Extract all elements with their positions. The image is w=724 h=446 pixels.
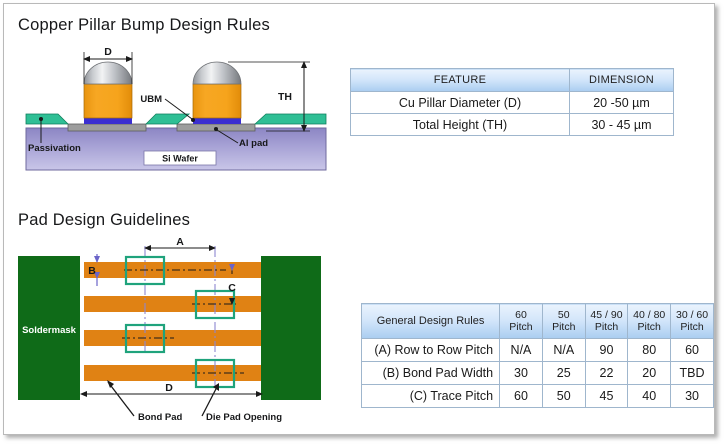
table-row: Total Height (TH) 30 - 45 µm [350,113,674,136]
cell-dim: 30 - 45 µm [569,113,674,136]
th-pitch-50: 50 Pitch [541,303,586,339]
dimension-d-label: D [104,46,112,58]
th-pitch-60-line1: 60 [515,309,527,321]
th-pitch-30-60-line2: Pitch [680,321,704,333]
cell-value: 60 [670,338,714,362]
cell-value: 45 [584,384,629,408]
table-row: (A) Row to Row Pitch N/A N/A 90 80 60 [360,338,714,362]
dimension-d2-label: D [165,382,173,394]
cell-dim: 20 -50 µm [569,91,674,114]
page-title-pad: Pad Design Guidelines [18,211,191,229]
cell-value: 30 [499,361,543,385]
die-pad-opening-label: Die Pad Opening [206,412,282,423]
th-pitch-50-line1: 50 [557,309,570,321]
cell-value: 60 [499,384,543,408]
cell-value: N/A [499,338,543,362]
cell-rule-label: (B) Bond Pad Width [360,361,501,385]
cell-value: N/A [541,338,586,362]
cell-value: 40 [627,384,672,408]
bond-pad-label: Bond Pad [138,412,183,423]
cell-rule-label: (C) Trace Pitch [360,384,501,408]
th-pitch-30-60: 30 / 60 Pitch [670,303,714,339]
cell-feature: Total Height (TH) [350,113,570,136]
slide-page: Copper Pillar Bump Design Rules [3,3,715,435]
th-pitch-40-80-line2: Pitch [637,321,661,333]
si-wafer-label: Si Wafer [162,154,198,164]
dimension-a-label: A [176,236,184,248]
th-pitch-40-80: 40 / 80 Pitch [627,303,672,339]
cell-rule-label: (A) Row to Row Pitch [360,338,501,362]
general-design-rules-table: General Design Rules 60 Pitch 50 Pitch 4… [360,303,714,408]
th-pitch-30-60-line1: 30 / 60 [675,309,709,321]
ubm-label: UBM [140,94,162,105]
dimension-th-label: TH [278,91,292,103]
cell-value: TBD [670,361,714,385]
th-dimension: DIMENSION [569,68,674,92]
th-pitch-60: 60 Pitch [499,303,543,339]
th-pitch-45-90-line1: 45 / 90 [590,309,623,321]
table-header-row: General Design Rules 60 Pitch 50 Pitch 4… [360,303,714,339]
th-pitch-45-90-line2: Pitch [594,321,619,333]
table-row: (B) Bond Pad Width 30 25 22 20 TBD [360,361,714,385]
cell-value: 20 [627,361,672,385]
cell-value: 25 [541,361,586,385]
table-header-row: FEATURE DIMENSION [350,68,674,92]
th-pitch-60-line2: Pitch [509,321,533,333]
cell-value: 50 [541,384,586,408]
cell-value: 90 [584,338,629,362]
copper-pillar-bump-diagram: Si Wafer D TH UBM Al pad [25,46,327,171]
pad-design-diagram: Soldermask A B C D Bond Pad [18,236,321,423]
passivation-label: Passivation [28,143,81,154]
dimension-c-label: C [228,282,236,294]
soldermask-label: Soldermask [22,325,77,336]
table-row: (C) Trace Pitch 60 50 45 40 30 [360,384,714,408]
th-pitch-50-line2: Pitch [552,321,576,333]
cell-value: 30 [670,384,714,408]
al-pad-label: Al pad [239,138,268,149]
feature-dimension-table: FEATURE DIMENSION Cu Pillar Diameter (D)… [350,68,674,136]
th-general-design-rules: General Design Rules [360,303,501,339]
th-pitch-40-80-line1: 40 / 80 [633,309,666,321]
cell-value: 22 [584,361,629,385]
table-row: Cu Pillar Diameter (D) 20 -50 µm [350,91,674,114]
cell-value: 80 [627,338,672,362]
th-pitch-45-90: 45 / 90 Pitch [584,303,629,339]
page-title-bump: Copper Pillar Bump Design Rules [18,16,270,34]
th-feature: FEATURE [350,68,570,92]
cell-feature: Cu Pillar Diameter (D) [350,91,570,114]
dimension-b-label: B [88,265,96,277]
